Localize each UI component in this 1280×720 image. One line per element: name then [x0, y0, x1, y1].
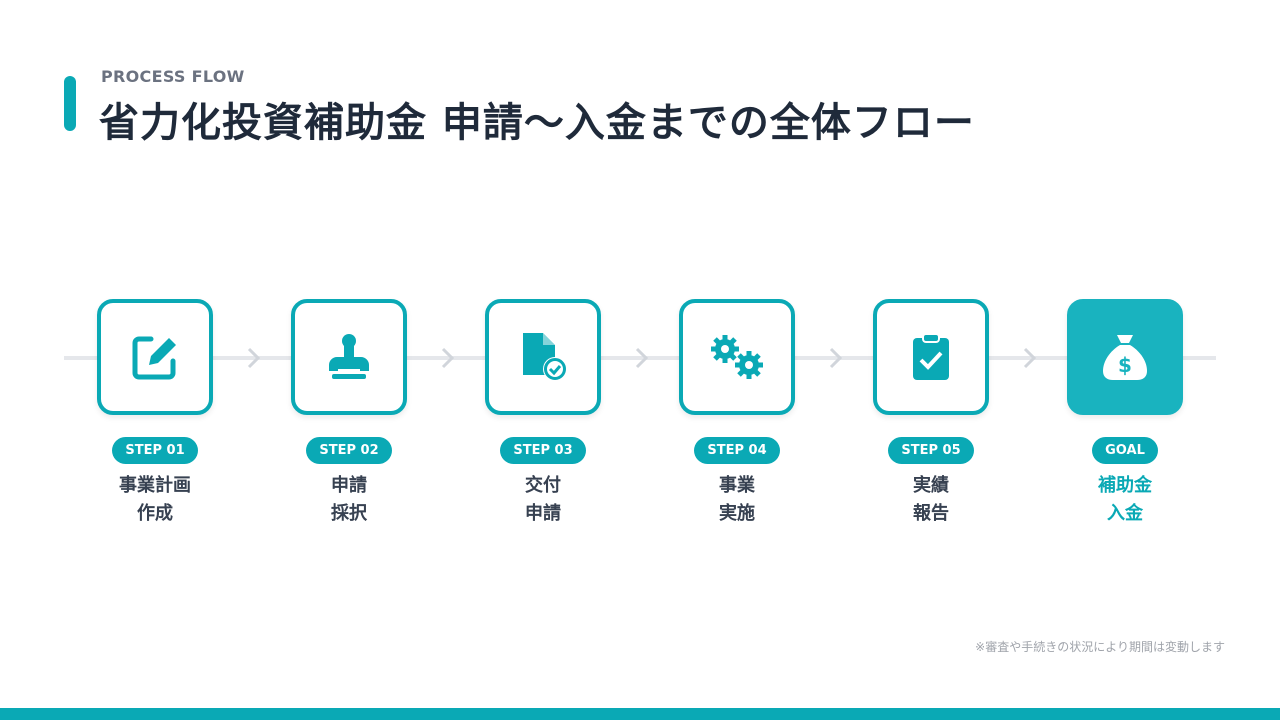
step-badge: STEP 01 — [112, 437, 198, 464]
step-05: STEP 05 実績報告 — [851, 299, 1011, 528]
clipboard-check-icon — [913, 333, 949, 380]
step-04: STEP 04 事業実施 — [657, 299, 817, 528]
chevron-right-icon — [829, 347, 843, 369]
step-label: 申請採択 — [331, 475, 367, 524]
step-icon-box — [679, 299, 795, 415]
title-accent-bar — [64, 76, 76, 131]
eyebrow-label: PROCESS FLOW — [101, 67, 245, 86]
step-icon-box — [873, 299, 989, 415]
flow-line — [64, 356, 1216, 360]
step-icon-box — [485, 299, 601, 415]
goal-icon-box: $ — [1067, 299, 1183, 415]
step-label: 交付申請 — [525, 475, 561, 524]
gears-icon — [711, 335, 763, 379]
chevron-right-icon — [1023, 347, 1037, 369]
chevron-right-icon — [247, 347, 261, 369]
step-goal: $ GOAL 補助金入金 — [1045, 299, 1205, 528]
bottom-accent-bar — [0, 708, 1280, 720]
step-label: 事業計画作成 — [119, 475, 191, 524]
file-check-icon — [523, 333, 567, 381]
goal-badge: GOAL — [1092, 437, 1158, 464]
chevron-right-icon — [441, 347, 455, 369]
page-title: 省力化投資補助金 申請〜入金までの全体フロー — [99, 100, 975, 146]
step-01: STEP 01 事業計画作成 — [75, 299, 235, 528]
goal-label: 補助金入金 — [1098, 475, 1152, 524]
step-badge: STEP 03 — [500, 437, 586, 464]
step-badge: STEP 02 — [306, 437, 392, 464]
step-label: 実績報告 — [913, 475, 949, 524]
step-badge: STEP 04 — [694, 437, 780, 464]
step-badge: STEP 05 — [888, 437, 974, 464]
chevron-right-icon — [635, 347, 649, 369]
step-02: STEP 02 申請採択 — [269, 299, 429, 528]
step-03: STEP 03 交付申請 — [463, 299, 623, 528]
stamp-icon — [329, 334, 369, 379]
edit-icon — [132, 336, 176, 380]
money-bag-icon: $ — [1103, 335, 1147, 380]
step-icon-box — [97, 299, 213, 415]
svg-text:$: $ — [1118, 353, 1132, 377]
footnote: ※審査や手続きの状況により期間は変動します — [975, 640, 1225, 654]
step-label: 事業実施 — [719, 475, 755, 524]
step-icon-box — [291, 299, 407, 415]
